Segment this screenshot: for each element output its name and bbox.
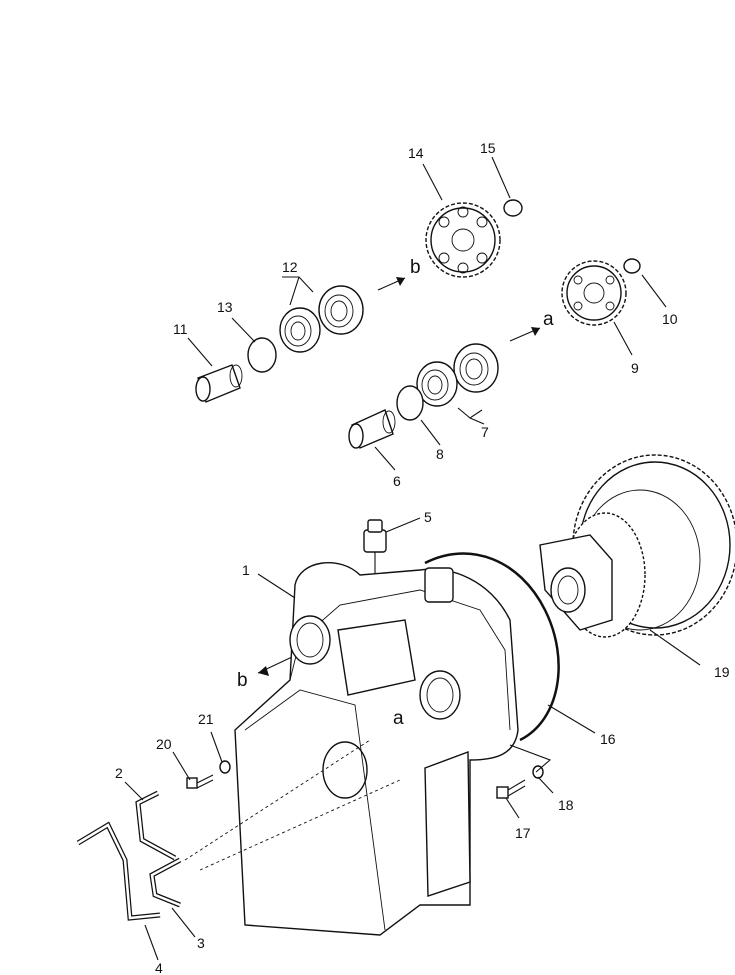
ref-arrow-b-lower bbox=[257, 656, 293, 676]
ref-label-a-lower: a bbox=[393, 708, 404, 729]
label-18: 18 bbox=[558, 797, 574, 813]
housing-1 bbox=[184, 561, 519, 936]
label-15: 15 bbox=[480, 140, 496, 156]
snap-ring-8 bbox=[396, 385, 424, 421]
ref-label-b-lower: b bbox=[237, 670, 248, 691]
bearing-12 bbox=[279, 285, 364, 353]
ref-label-a-upper: a bbox=[543, 309, 554, 330]
bolt-20 bbox=[186, 774, 214, 789]
snap-ring-15 bbox=[503, 199, 523, 217]
ref-arrow-a-upper bbox=[509, 327, 541, 342]
label-12: 12 bbox=[282, 259, 298, 275]
ref-arrow-b-upper bbox=[377, 277, 406, 291]
label-11: 11 bbox=[173, 321, 188, 337]
reference-labels: b a b a bbox=[237, 257, 554, 729]
label-21: 21 bbox=[198, 711, 214, 727]
label-1: 1 bbox=[242, 562, 250, 578]
label-4: 4 bbox=[155, 960, 163, 975]
ref-label-b-upper: b bbox=[410, 257, 421, 278]
o-ring-16 bbox=[424, 552, 560, 742]
label-14: 14 bbox=[408, 145, 424, 161]
label-17: 17 bbox=[515, 825, 531, 841]
label-7: 7 bbox=[481, 424, 489, 440]
pipe-4 bbox=[76, 821, 161, 921]
label-2: 2 bbox=[115, 765, 123, 781]
label-20: 20 bbox=[156, 736, 172, 752]
pipe-2 bbox=[135, 790, 177, 861]
bearing-7 bbox=[416, 343, 499, 407]
torque-converter-19 bbox=[539, 454, 735, 638]
pipe-3 bbox=[149, 857, 182, 908]
sleeve-6 bbox=[348, 409, 396, 449]
label-8: 8 bbox=[436, 446, 444, 462]
gear-9 bbox=[561, 260, 627, 326]
label-3: 3 bbox=[197, 935, 205, 951]
label-6: 6 bbox=[393, 473, 401, 489]
label-9: 9 bbox=[631, 360, 639, 376]
label-10: 10 bbox=[662, 311, 678, 327]
snap-ring-13 bbox=[247, 337, 277, 373]
snap-ring-10 bbox=[623, 258, 641, 274]
label-13: 13 bbox=[217, 299, 233, 315]
label-19: 19 bbox=[714, 664, 730, 680]
sleeve-11 bbox=[195, 364, 243, 403]
leader-lines bbox=[124, 156, 701, 961]
gear-14 bbox=[425, 202, 501, 278]
washer-18 bbox=[532, 765, 544, 779]
part-labels: 14 15 12 13 11 10 9 7 8 6 5 1 19 16 21 2… bbox=[115, 140, 730, 975]
washer-21 bbox=[219, 760, 231, 774]
label-16: 16 bbox=[600, 731, 616, 747]
bolt-17 bbox=[496, 779, 526, 799]
label-5: 5 bbox=[424, 509, 432, 525]
